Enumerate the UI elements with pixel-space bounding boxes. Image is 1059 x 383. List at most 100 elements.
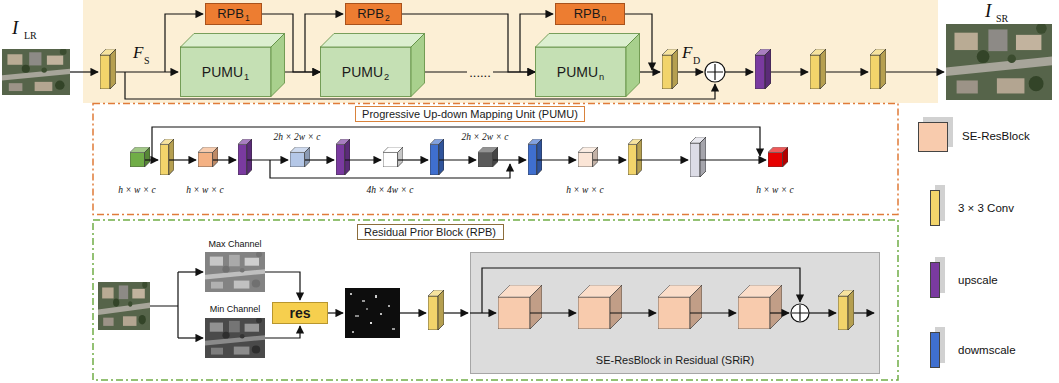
speck xyxy=(370,322,372,324)
node-label: RPB xyxy=(217,6,244,21)
skip-wire xyxy=(152,127,760,160)
cube-top xyxy=(536,34,640,48)
wire xyxy=(169,159,196,160)
wire xyxy=(610,312,656,313)
speck xyxy=(366,308,368,310)
text-run: PUMU1 xyxy=(202,64,249,80)
residual-image xyxy=(345,288,400,338)
speck xyxy=(380,313,382,315)
symbol-letter: F xyxy=(682,44,692,63)
wire xyxy=(725,71,753,72)
wires xyxy=(70,14,944,99)
node-label: Residual Prior Block (RPB) xyxy=(364,226,496,238)
image-caption: Min Channel xyxy=(210,305,261,315)
se-resblock xyxy=(578,285,622,329)
wire xyxy=(637,159,688,160)
sum-node xyxy=(791,304,809,322)
subscript: SR xyxy=(996,13,1008,24)
text-area: PUMU1 xyxy=(180,47,271,97)
cube-top xyxy=(181,34,285,48)
conv-block xyxy=(628,139,642,175)
rpb-box: RPB1 xyxy=(205,3,262,25)
wire xyxy=(537,159,576,160)
speck xyxy=(362,300,365,302)
subscript: 1 xyxy=(244,72,249,82)
text-area: RPB2 xyxy=(346,4,401,24)
wire xyxy=(678,71,703,72)
legend-swatch xyxy=(918,122,948,152)
node-label: RPB xyxy=(574,6,601,21)
upscale-block xyxy=(336,139,350,175)
conv-block xyxy=(428,290,444,330)
wire xyxy=(707,64,723,80)
speck xyxy=(355,315,359,317)
rpb-wires xyxy=(150,272,468,338)
srir-panel: SE-ResBlock in Residual (SRiR) xyxy=(470,252,880,374)
node-label: PUMU xyxy=(342,64,383,80)
wire xyxy=(886,71,944,72)
wire xyxy=(482,268,800,313)
feature-cube xyxy=(578,147,598,167)
conv-block xyxy=(810,49,826,89)
downscale-block xyxy=(430,139,444,175)
subscript: n xyxy=(601,13,606,23)
conv-block xyxy=(870,49,886,89)
wire xyxy=(265,272,300,300)
cube-side xyxy=(626,34,640,97)
pumu-panel xyxy=(93,104,898,215)
wire xyxy=(854,312,874,313)
wire xyxy=(178,337,203,338)
speck xyxy=(352,331,354,333)
feature-cube xyxy=(383,147,403,167)
residual-ground xyxy=(345,288,400,338)
se-resblock xyxy=(738,285,782,329)
node-label: PUMU xyxy=(557,64,598,80)
text-run: Progressive Up-down Mapping Unit (PUMU) xyxy=(362,108,578,121)
upscale-block xyxy=(238,139,252,175)
cube-front xyxy=(321,47,412,97)
wire xyxy=(470,312,496,313)
image-caption: Max Channel xyxy=(208,240,261,250)
wire xyxy=(265,326,300,338)
text-run: SE-ResBlock in Residual (SRiR) xyxy=(596,354,754,367)
text-area: RPB1 xyxy=(206,4,261,24)
conv-block xyxy=(100,49,116,89)
cube-top xyxy=(321,34,425,48)
wire xyxy=(400,312,426,313)
dimension: h × w × c xyxy=(566,185,604,195)
wire xyxy=(305,159,334,160)
conv-block xyxy=(662,49,678,89)
legend-text: 3 × 3 Conv xyxy=(958,202,1014,215)
wire xyxy=(439,159,476,160)
rpb-box: RPB2 xyxy=(345,3,402,25)
wire xyxy=(444,312,468,313)
text-area: Progressive Up-down Mapping Unit (PUMU) xyxy=(356,107,584,121)
wire xyxy=(690,312,736,313)
subscript: n xyxy=(599,72,604,82)
symbol-letter: I xyxy=(985,1,991,22)
speck xyxy=(350,293,352,295)
wire xyxy=(213,159,236,160)
speck xyxy=(392,328,395,330)
speck xyxy=(375,295,377,298)
wire xyxy=(809,312,836,313)
dimension: 2h × 2w × c xyxy=(461,132,508,142)
pumu-wires xyxy=(145,127,766,178)
wire xyxy=(493,159,526,160)
text-run: res xyxy=(289,305,310,321)
panel-heading: Residual Prior Block (RPB) xyxy=(357,224,504,240)
legend-swatch xyxy=(930,332,940,368)
feature-cube xyxy=(130,147,150,167)
downscale-block xyxy=(528,139,542,175)
dimension: h × w × c xyxy=(118,185,156,195)
legend-swatch xyxy=(930,190,940,226)
text-area: PUMU2 xyxy=(320,47,411,97)
text-area: RPBn xyxy=(556,4,624,24)
lr-image xyxy=(2,48,70,95)
subscript: 1 xyxy=(245,13,250,23)
text-run: RPBn xyxy=(574,7,607,22)
wire xyxy=(770,312,789,313)
wire xyxy=(826,71,868,72)
wire xyxy=(640,71,660,72)
dimension: h × w × c xyxy=(186,185,224,195)
